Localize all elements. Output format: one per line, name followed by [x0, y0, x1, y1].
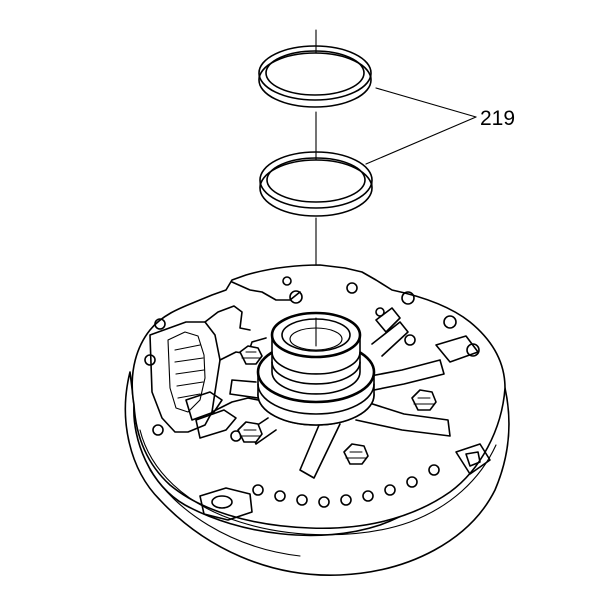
hex-bolt-icon — [411, 389, 437, 411]
callout-label: 219 — [480, 107, 515, 130]
bolt-hole-row — [252, 464, 440, 508]
hex-bolt-icon — [239, 345, 263, 365]
hex-bolt-icon — [237, 421, 263, 443]
seal-ring-icon — [258, 45, 372, 108]
seal-ring-icon — [259, 151, 373, 217]
callout-219: 219 — [365, 87, 515, 165]
hex-bolt-icon — [343, 443, 369, 465]
center-hub — [256, 311, 376, 426]
